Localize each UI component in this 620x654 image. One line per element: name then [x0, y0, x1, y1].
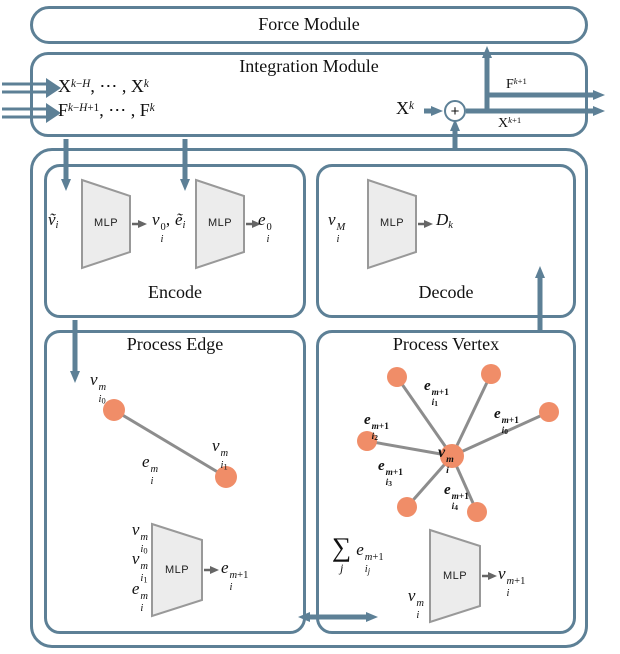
process-vertex-title: Process Vertex [392, 334, 500, 354]
history-x-label: Xk−H, ⋯ , Xk [58, 76, 149, 96]
process-edge-title: Process Edge [126, 334, 224, 354]
encode-mlp-e-label: MLP [207, 217, 233, 229]
history-f-label: Fk−H+1, ⋯ , Fk [58, 100, 155, 120]
pv-mlp-label: MLP [442, 570, 468, 582]
encode-title: Encode [148, 282, 202, 302]
f-next-label: Fk+1 [506, 76, 527, 92]
pe-mlp-label: MLP [164, 564, 190, 576]
decode-output-label: Dk [436, 210, 453, 232]
x-current-label: Xk [396, 98, 414, 118]
force-module-box [30, 6, 588, 44]
process-edge-box [44, 330, 306, 634]
sum-index: j [339, 561, 344, 575]
decode-mlp-label: MLP [379, 217, 405, 229]
encode-input-v-label: ṽi [48, 210, 59, 232]
force-module-title: Force Module [258, 14, 360, 34]
encode-input-e-label: ẽi [175, 210, 186, 232]
sum-symbol: ∑ [332, 532, 352, 562]
decode-box [316, 164, 576, 318]
plus-operator: + [444, 100, 466, 122]
x-next-label: Xk+1 [498, 115, 522, 131]
decode-title: Decode [418, 282, 474, 302]
integration-module-title: Integration Module [239, 56, 379, 76]
sum-symbol-stack: ∑ j [332, 532, 352, 575]
encode-mlp-v-label: MLP [93, 217, 119, 229]
